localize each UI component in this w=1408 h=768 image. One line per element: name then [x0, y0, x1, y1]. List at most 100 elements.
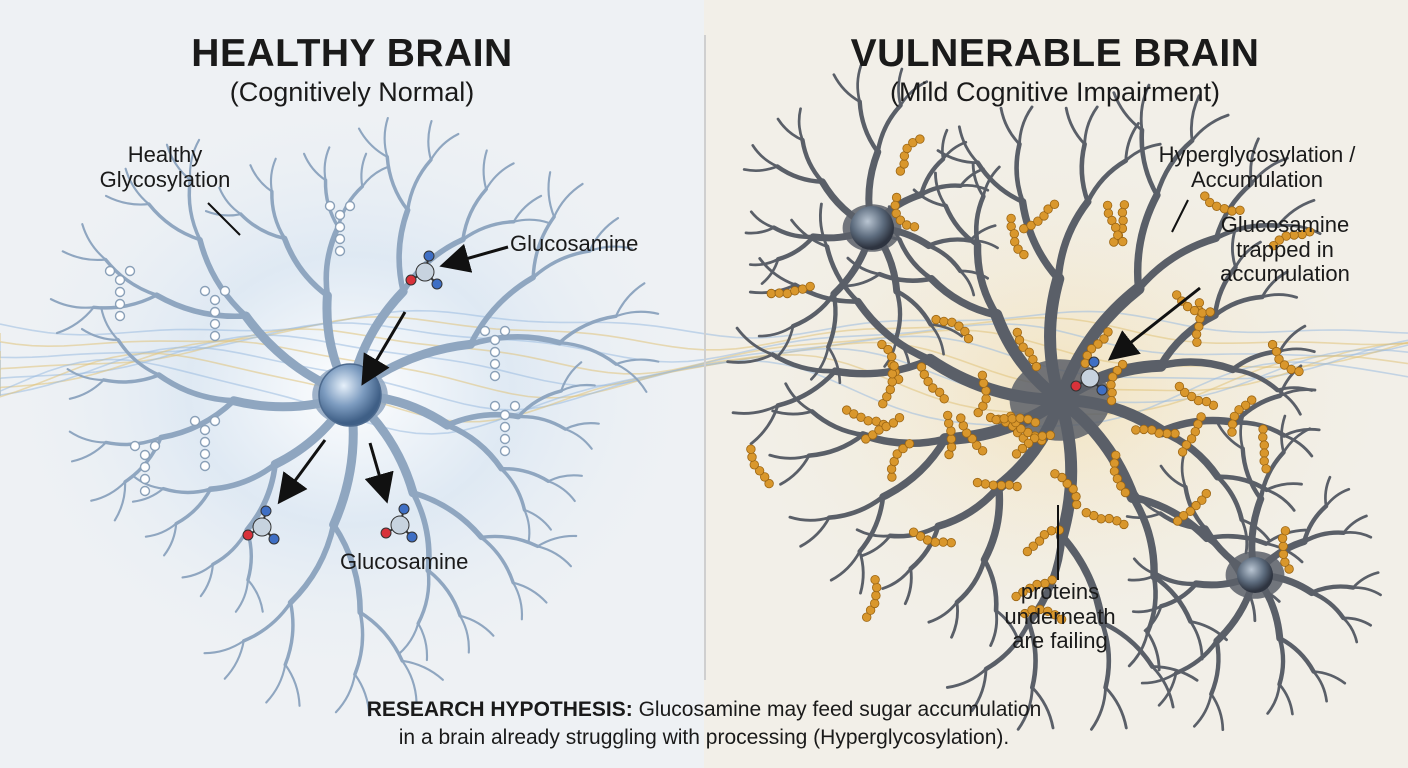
dendrite [385, 155, 410, 212]
sugar-bead-chain [943, 410, 957, 460]
proteins-line3: are failing [1012, 628, 1108, 654]
dendrite [132, 475, 165, 490]
dendrite [776, 117, 804, 142]
dendrite [1312, 670, 1328, 703]
dendrite [1212, 264, 1238, 318]
hyperglycosylation-line2: Accumulation [1190, 166, 1324, 192]
dendrite [242, 600, 293, 643]
sugar-bead-chain [1006, 213, 1029, 260]
dendrite [775, 368, 838, 408]
sugar-bead-chain [862, 575, 882, 622]
dendrite [945, 667, 988, 689]
dendrite [467, 274, 536, 348]
dendrite [1309, 590, 1346, 621]
dendrite [547, 480, 576, 503]
dendrite [919, 183, 963, 197]
dendrite [1324, 487, 1351, 508]
dendrite [1265, 488, 1296, 512]
hypothesis-text-1: Glucosamine may feed sugar accumulation [638, 698, 1042, 721]
research-hypothesis: RESEARCH HYPOTHESIS: Glucosamine may fee… [0, 696, 1408, 753]
dendrite [846, 256, 881, 276]
dendrite [735, 326, 774, 356]
dendrite [856, 64, 863, 103]
dendrite [954, 557, 987, 605]
dendrite [396, 207, 411, 295]
dendrite [444, 422, 505, 472]
dendrite [908, 523, 941, 571]
dendrite [165, 143, 192, 182]
dendrite [1104, 686, 1128, 730]
dendrite [1240, 446, 1263, 502]
dendrite [357, 127, 389, 158]
dendrite [934, 171, 948, 208]
dendrite [1249, 137, 1260, 186]
dendrite [244, 461, 278, 533]
dendrite [1099, 620, 1112, 690]
sugar-bead-chain [1012, 327, 1042, 372]
sugar-chain-icon [199, 285, 231, 342]
dendrite [156, 372, 237, 404]
dendrite [1128, 493, 1158, 581]
sugar-bead-chain [1172, 488, 1212, 526]
dendrite [353, 673, 371, 717]
dendrite [459, 614, 495, 637]
dendrite [1154, 572, 1199, 587]
dendrite [744, 226, 776, 235]
dendrite [1054, 198, 1092, 283]
arrows [277, 243, 1201, 505]
dendrite [1213, 223, 1281, 241]
dendrite [66, 368, 105, 381]
vulnerable-nucleus-small [850, 206, 894, 250]
dendrite [199, 563, 214, 598]
sugar-bead-chain [908, 527, 956, 548]
dendrite [557, 314, 618, 345]
dendrite [397, 622, 420, 656]
dendrite [512, 581, 524, 621]
leader-hyperglycosylation [1171, 199, 1189, 233]
dendrite [1275, 388, 1302, 416]
dendrite [774, 324, 795, 360]
sugar-bead-chain [1177, 412, 1206, 457]
glucosamine-molecule-icon [405, 250, 443, 290]
sugar-bead-chain [1174, 381, 1219, 411]
dendrite [879, 435, 949, 501]
dendrite [588, 217, 620, 253]
dendrite [265, 663, 287, 704]
signal-waves [0, 309, 1408, 435]
dendrite [1099, 620, 1155, 669]
dendrite [330, 521, 364, 616]
dendrite [1341, 616, 1373, 627]
dendrite [1277, 636, 1286, 687]
sugar-bead-chain [1131, 424, 1180, 439]
dendrite [968, 224, 997, 242]
dendrite [936, 149, 980, 165]
dendrite [941, 140, 968, 161]
dendrite [531, 215, 556, 280]
arrow-into-nucleus [361, 311, 407, 386]
dendrite [1209, 692, 1225, 732]
dendrite [1266, 683, 1281, 715]
dendrite [742, 165, 779, 172]
dendrite [1018, 105, 1034, 146]
dendrite [560, 361, 583, 392]
dendrite [203, 639, 245, 655]
dendrite [877, 271, 934, 283]
dendrite [973, 241, 1001, 319]
dendrite [1324, 475, 1332, 508]
dendrite [824, 244, 861, 304]
sugar-chain-icon [129, 440, 161, 497]
dendrite [560, 383, 596, 392]
dendrite [361, 165, 389, 188]
sugar-chain-icon [489, 400, 521, 457]
sugar-bead-chain [861, 413, 905, 444]
dendrite [1139, 127, 1160, 198]
sugar-bead-chain [916, 362, 949, 404]
proteins-line2: underneath [1004, 603, 1116, 629]
dendrite [1158, 511, 1208, 531]
dendrite [269, 157, 277, 193]
dendrite [461, 220, 516, 242]
dendrite [55, 306, 95, 335]
dendrite [405, 158, 433, 212]
dendrite [806, 432, 866, 458]
dendrite [1139, 83, 1151, 132]
